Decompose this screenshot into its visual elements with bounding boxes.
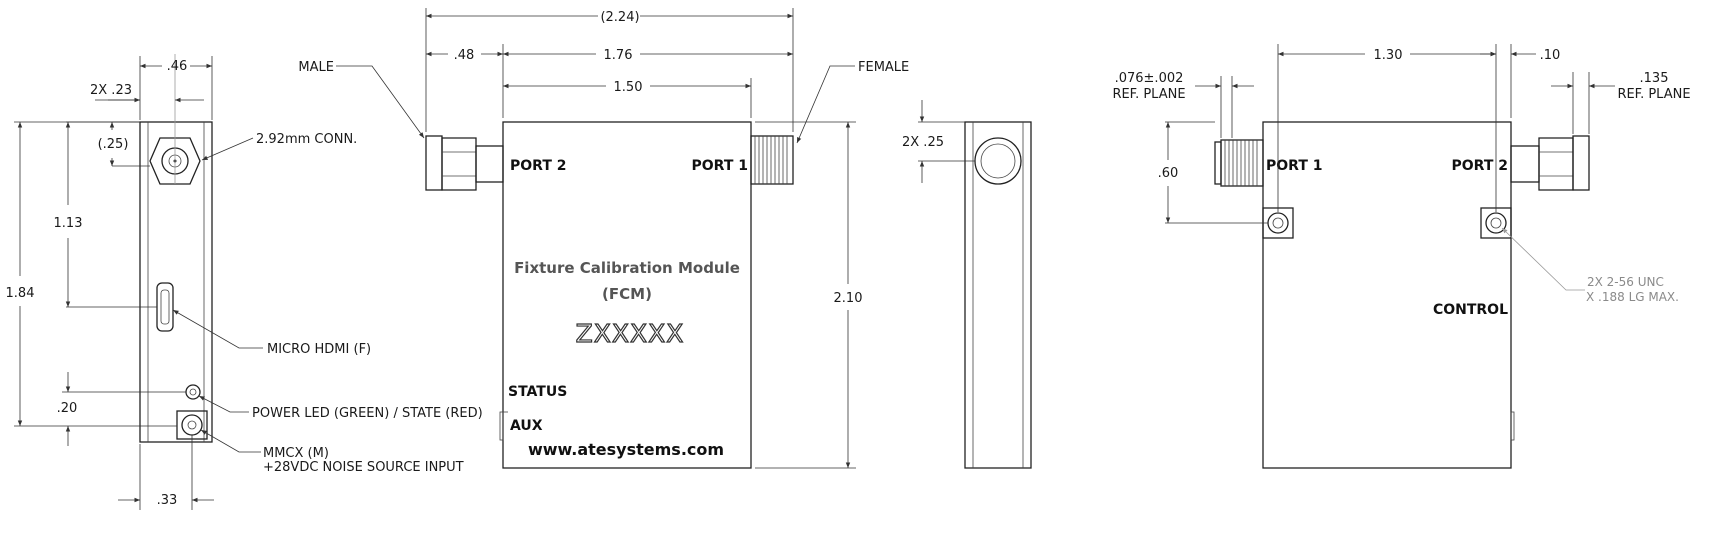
male-label: MALE (298, 60, 334, 75)
female-label: FEMALE (858, 60, 909, 75)
status-label: STATUS (508, 384, 567, 400)
left-end-view: .46 2X .23 (.25) 1.13 1.84 .20 (6, 54, 483, 510)
dim-060: .60 (1158, 166, 1179, 181)
dim-150: 1.50 (614, 80, 643, 95)
rear-female-connector-icon (1214, 139, 1264, 187)
dim-046: .46 (167, 59, 188, 74)
module-abbrev: (FCM) (602, 285, 652, 303)
side-connector-icon (974, 137, 1022, 185)
front-port2-label: PORT 2 (510, 158, 566, 174)
dim-025-ref: (.25) (98, 137, 129, 152)
female-connector-icon (750, 135, 794, 185)
right-mount-hole-icon (1480, 207, 1512, 239)
dim-224: (2.24) (600, 10, 639, 25)
dim-010: .10 (1540, 48, 1561, 63)
dim-135: .135 (1640, 71, 1669, 86)
rear-body-outline (1262, 121, 1512, 469)
mmcx-connector-icon (176, 410, 208, 440)
aux-label: AUX (510, 418, 543, 434)
dim-130: 1.30 (1374, 48, 1403, 63)
led-icon (185, 384, 201, 400)
dim-076: .076±.002 (1115, 71, 1184, 86)
dim-210: 2.10 (834, 291, 863, 306)
micro-hdmi-port-icon (156, 282, 174, 332)
rear-view: PORT 1 PORT 2 CONTROL 1.30 .10 .076±.002… (1112, 44, 1691, 469)
control-label: CONTROL (1433, 302, 1508, 318)
callout-noise-source: +28VDC NOISE SOURCE INPUT (263, 460, 464, 475)
callout-mmcx: MMCX (M) (263, 446, 329, 461)
callout-292mm-conn: 2.92mm CONN. (256, 132, 357, 147)
dim-2x025: 2X .25 (902, 135, 944, 150)
left-body-outline (139, 121, 213, 443)
model-number: ZXXXXX (576, 319, 685, 348)
module-title: Fixture Calibration Module (514, 259, 740, 277)
side-body-outline (964, 121, 1032, 469)
rear-port1-label: PORT 1 (1266, 158, 1322, 174)
dim-033: .33 (157, 493, 178, 508)
dim-135-ref-plane: REF. PLANE (1617, 87, 1690, 102)
dim-048: .48 (454, 48, 475, 63)
rear-port2-label: PORT 2 (1452, 158, 1508, 174)
male-connector-icon (425, 135, 504, 191)
dim-176: 1.76 (604, 48, 633, 63)
callout-micro-hdmi: MICRO HDMI (F) (267, 342, 371, 357)
rear-male-connector-icon (1510, 135, 1590, 191)
dim-020: .20 (57, 401, 78, 416)
dim-076-ref-plane: REF. PLANE (1112, 87, 1185, 102)
front-view: PORT 2 PORT 1 Fixture Calibration Module… (298, 8, 909, 469)
thread-note-2: X .188 LG MAX. (1586, 290, 1679, 304)
dim-2x023: 2X .23 (90, 83, 132, 98)
front-body-outline (502, 121, 752, 469)
side-view: 2X .25 (902, 100, 1032, 469)
website-url: www.atesystems.com (528, 440, 724, 459)
dim-184: 1.84 (6, 286, 35, 301)
dim-113: 1.13 (54, 216, 83, 231)
callout-power-led: POWER LED (GREEN) / STATE (RED) (252, 406, 483, 421)
front-port1-label: PORT 1 (692, 158, 748, 174)
thread-note-1: 2X 2-56 UNC (1587, 275, 1664, 289)
